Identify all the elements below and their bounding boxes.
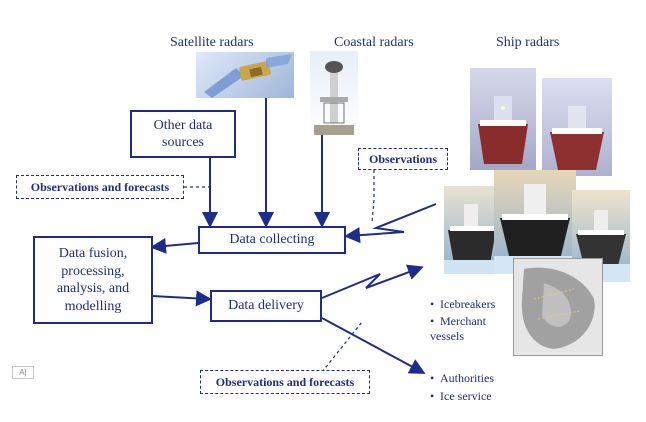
- coastal-radar-image: [310, 51, 358, 135]
- radio-link-delivery-to-icebreakers: [321, 264, 424, 299]
- icebreaker-photo-2: [542, 78, 612, 176]
- observations-forecasts-label-bottom: Observations and forecasts: [200, 370, 370, 394]
- other-data-sources-box: Other data sources: [130, 110, 236, 158]
- dashed-leader-observations: [371, 170, 375, 223]
- arrow-fusion-to-delivery: [151, 290, 212, 307]
- recipients-ships-list: •Icebreakers •Merchant vessels: [430, 297, 500, 343]
- ship-radars-title: Ship radars: [496, 35, 560, 50]
- list-item: •Authorities: [430, 371, 494, 385]
- arrow-delivery-to-authorities: [321, 317, 426, 374]
- observations-forecasts-label-top: Observations and forecasts: [16, 175, 184, 199]
- list-item: •Ice service: [430, 389, 492, 404]
- data-delivery-box: Data delivery: [210, 290, 322, 322]
- list-item: •Merchant vessels: [430, 314, 486, 343]
- icebreaker-photo-3: [444, 186, 500, 274]
- radio-link-ships-to-collecting: [344, 203, 437, 244]
- satellite-image: [196, 52, 294, 98]
- icebreaker-photo-1: [470, 68, 536, 170]
- arrow-collecting-to-fusion: [150, 237, 199, 254]
- dashed-leader-bottom: [321, 321, 363, 373]
- coastal-radars-title: Coastal radars: [334, 35, 414, 50]
- data-collecting-box: Data collecting: [198, 226, 346, 254]
- ice-chart-map: [513, 258, 603, 356]
- observations-label: Observations: [358, 148, 448, 170]
- corner-marker: A|: [12, 366, 34, 379]
- recipients-authorities-list: •Authorities •Ice service: [430, 371, 494, 404]
- satellite-radars-title: Satellite radars: [170, 35, 254, 50]
- list-item: •Icebreakers: [430, 297, 496, 311]
- data-fusion-box: Data fusion, processing, analysis, and m…: [33, 236, 153, 324]
